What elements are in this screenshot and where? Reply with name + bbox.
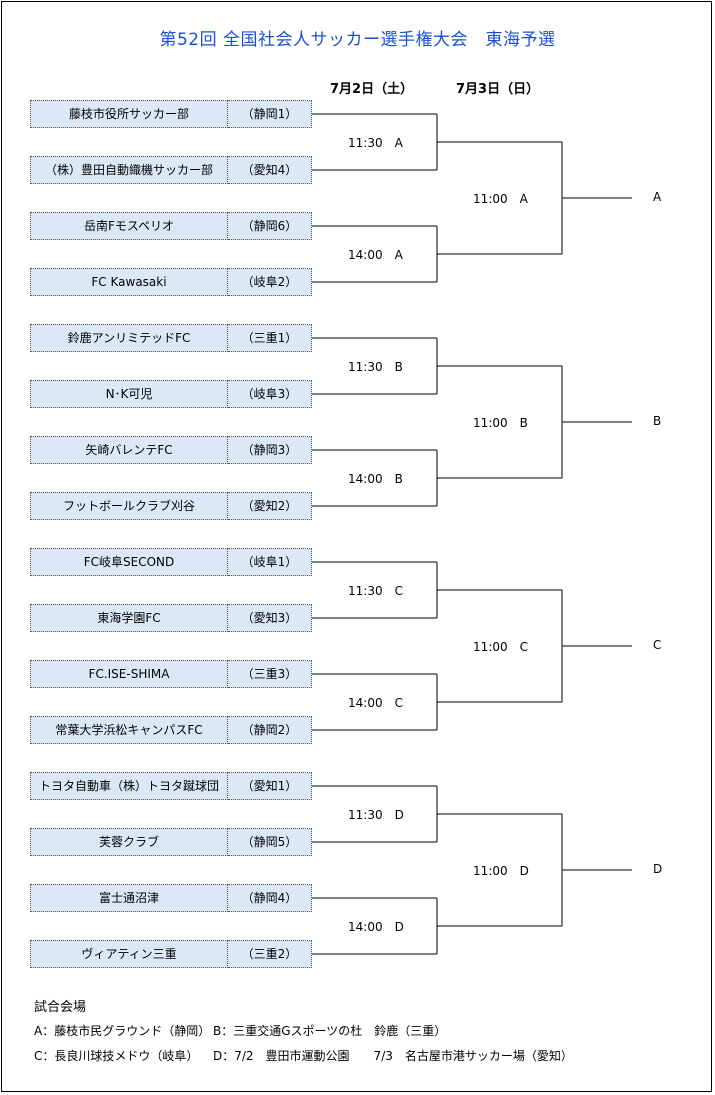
match-time-round1: 11:30 A (348, 136, 403, 150)
match-time-round1: 14:00 C (348, 696, 403, 710)
team-prefecture: （静岡5） (228, 828, 312, 856)
team-prefecture: （愛知2） (228, 492, 312, 520)
team-prefecture: （愛知4） (228, 156, 312, 184)
venue-a: A：藤枝市民グラウンド（静岡） (34, 1024, 211, 1038)
team-name: FC Kawasaki (30, 268, 228, 296)
team-prefecture: （静岡1） (228, 100, 312, 128)
venue-c: C：長良川球技メドウ（岐阜） (34, 1049, 199, 1063)
team-name: FC.ISE-SHIMA (30, 660, 228, 688)
team-name: フットボールクラブ刈谷 (30, 492, 228, 520)
team-prefecture: （岐阜2） (228, 268, 312, 296)
match-time-round1: 14:00 D (348, 920, 404, 934)
match-time-round2: 11:00 D (473, 864, 529, 878)
team-prefecture: （三重2） (228, 940, 312, 968)
team-prefecture: （愛知3） (228, 604, 312, 632)
match-time-round1: 11:30 B (348, 360, 403, 374)
page-title: 第52回 全国社会人サッカー選手権大会 東海予選 (159, 30, 556, 50)
team-name: トヨタ自動車（株）トヨタ蹴球団 (30, 772, 228, 800)
match-time-round1: 11:30 C (348, 584, 403, 598)
team-name: N･K可児 (30, 380, 228, 408)
team-name: 矢崎バレンテFC (30, 436, 228, 464)
team-prefecture: （静岡6） (228, 212, 312, 240)
winner-slot: D (653, 862, 663, 876)
team-prefecture: （静岡2） (228, 716, 312, 744)
winner-slot: C (653, 638, 662, 652)
team-prefecture: （静岡4） (228, 884, 312, 912)
team-name: 岳南Fモスペリオ (30, 212, 228, 240)
team-prefecture: （愛知1） (228, 772, 312, 800)
match-time-round1: 14:00 B (348, 472, 403, 486)
winner-slot: B (653, 414, 662, 428)
team-name: 常葉大学浜松キャンパスFC (30, 716, 228, 744)
team-prefecture: （岐阜1） (228, 548, 312, 576)
team-name: 鈴鹿アンリミテッドFC (30, 324, 228, 352)
match-time-round1: 14:00 A (348, 248, 403, 262)
match-time-round1: 11:30 D (348, 808, 404, 822)
team-prefecture: （三重1） (228, 324, 312, 352)
winner-slot: A (653, 190, 662, 204)
team-name: 藤枝市役所サッカー部 (30, 100, 228, 128)
team-name: （株）豊田自動織機サッカー部 (30, 156, 228, 184)
venue-d: D：7/2 豊田市運動公園 7/3 名古屋市港サッカー場（愛知） (213, 1049, 573, 1063)
team-name: 富士通沼津 (30, 884, 228, 912)
team-name: ヴィアティン三重 (30, 940, 228, 968)
team-name: 東海学園FC (30, 604, 228, 632)
team-prefecture: （静岡3） (228, 436, 312, 464)
match-time-round2: 11:00 C (473, 640, 528, 654)
venue-heading: 試合会場 (34, 1000, 87, 1015)
team-name: FC岐阜SECOND (30, 548, 228, 576)
date-day2: 7月3日（日） (456, 82, 540, 97)
team-prefecture: （岐阜3） (228, 380, 312, 408)
team-prefecture: （三重3） (228, 660, 312, 688)
match-time-round2: 11:00 B (473, 416, 528, 430)
date-day1: 7月2日（土） (330, 82, 414, 97)
venue-b: B：三重交通Gスポーツの杜 鈴鹿（三重） (213, 1024, 447, 1038)
team-name: 芙蓉クラブ (30, 828, 228, 856)
match-time-round2: 11:00 A (473, 192, 528, 206)
